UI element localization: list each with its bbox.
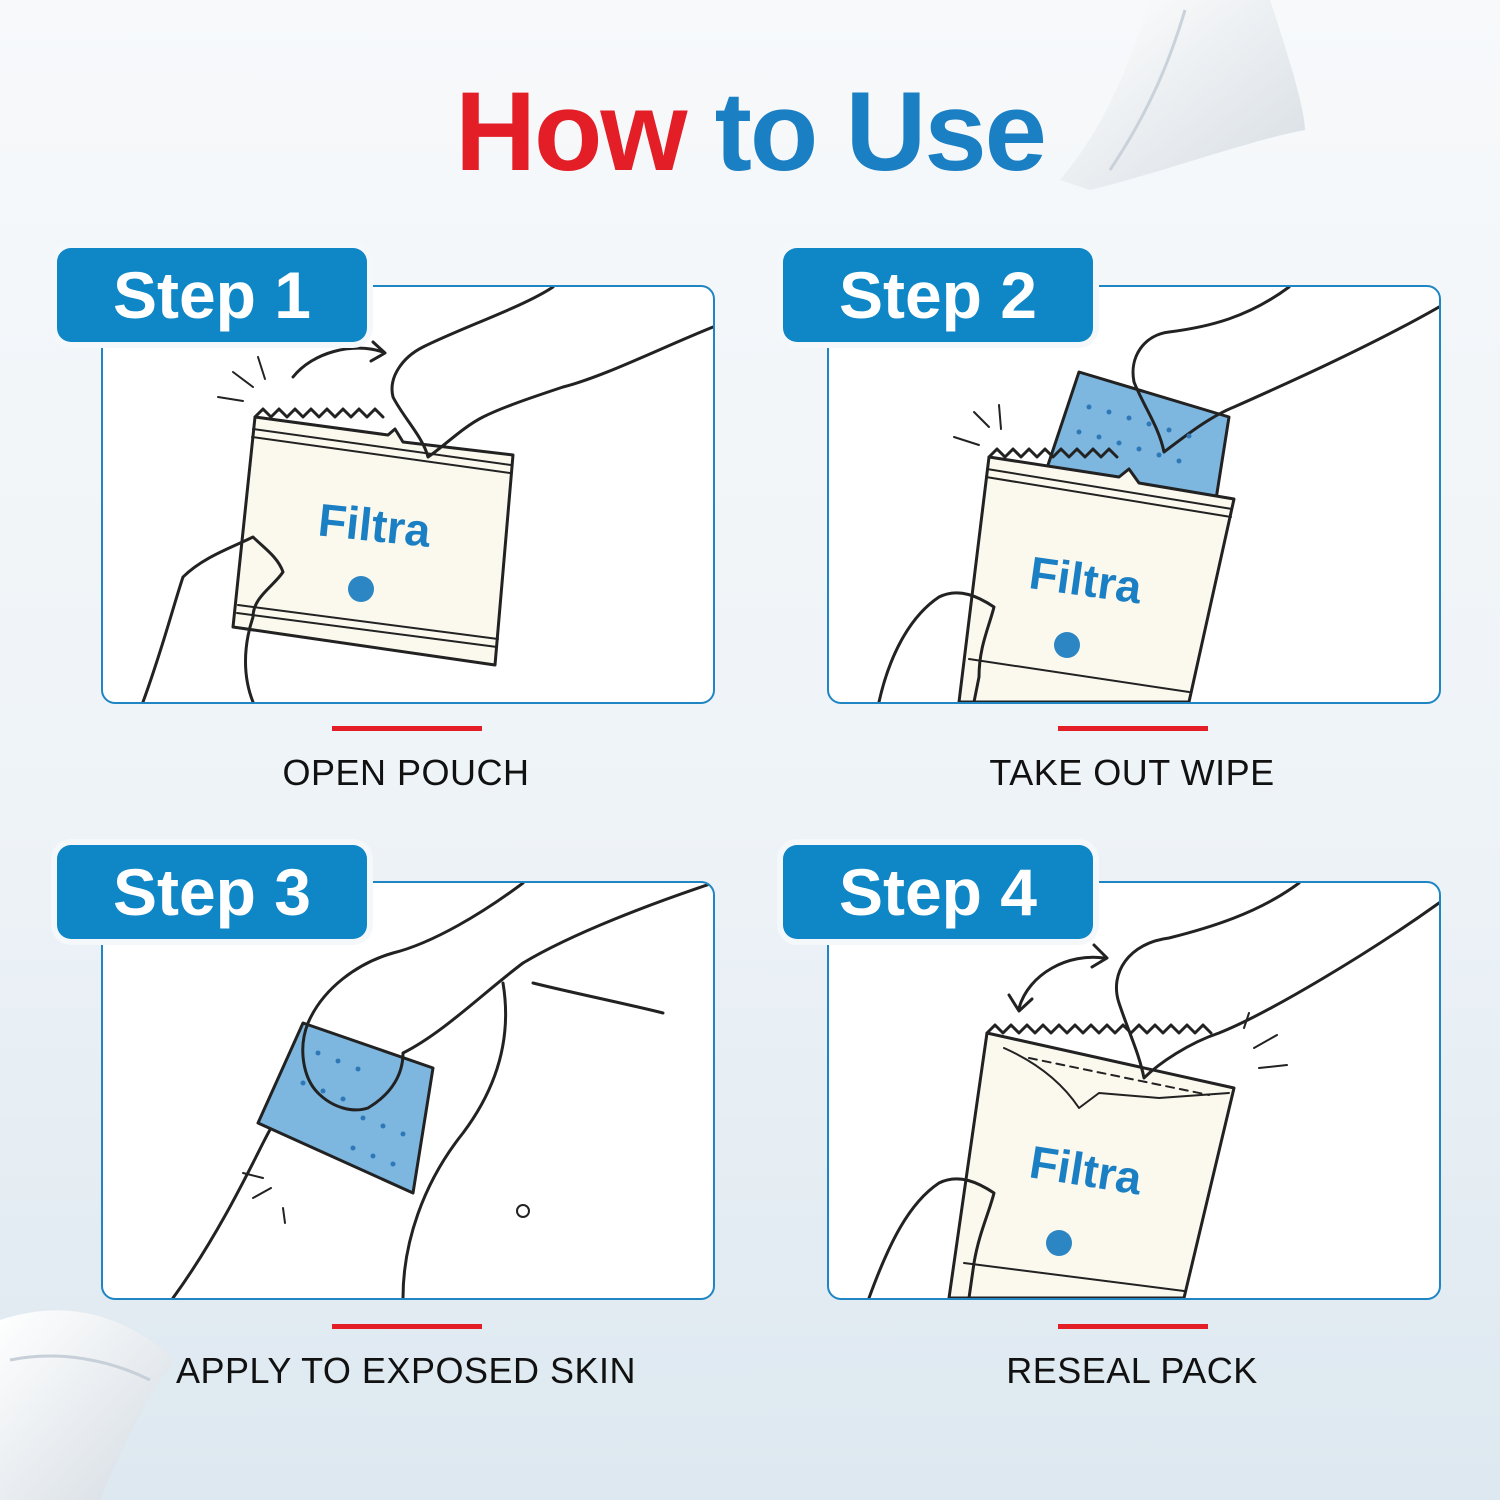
step-1-caption: OPEN POUCH: [282, 752, 530, 793]
step-3-badge: Step 3: [57, 845, 367, 939]
step-2-caption: TAKE OUT WIPE: [989, 752, 1275, 793]
step-2-divider: [1058, 726, 1208, 731]
reseal-pack-illustration: Filtra: [867, 883, 1439, 1298]
hand-icon: [141, 535, 285, 702]
hand-icon: [867, 1177, 996, 1298]
step-1-badge: Step 1: [57, 248, 367, 342]
step-2-panel: Filtra: [827, 285, 1441, 704]
hand-icon: [301, 883, 713, 1112]
step-1-panel: Filtra: [101, 285, 715, 704]
step-4-panel: Filtra: [827, 881, 1441, 1300]
cloth-decoration-icon: [0, 1310, 175, 1500]
step-4-divider: [1058, 1324, 1208, 1329]
hand-icon: [390, 287, 713, 459]
step-3-divider: [332, 1324, 482, 1329]
pouch-icon: [231, 415, 515, 667]
title-how: How: [455, 69, 687, 194]
step-3-panel: [101, 881, 715, 1300]
apply-to-skin-illustration: [171, 883, 713, 1298]
hand-icon: [1114, 883, 1439, 1080]
brand-logo: Filtra: [316, 493, 434, 557]
arrow-icon: [291, 346, 385, 379]
step-4-badge: Step 4: [783, 845, 1093, 939]
title-to-use: to Use: [714, 69, 1047, 194]
hand-icon: [877, 591, 996, 702]
step-1-divider: [332, 726, 482, 731]
hand-icon: [1131, 287, 1439, 454]
step-4-caption: RESEAL PACK: [1006, 1350, 1258, 1391]
step-3-caption: APPLY TO EXPOSED SKIN: [175, 1350, 637, 1391]
cloth-decoration-icon: [1060, 0, 1305, 190]
open-pouch-illustration: Filtra: [141, 287, 713, 702]
page-title: How to Use: [0, 70, 1500, 193]
take-out-wipe-illustration: Filtra: [877, 287, 1439, 702]
arrow-icon: [1017, 955, 1106, 1010]
pouch-icon: [957, 455, 1236, 702]
step-2-badge: Step 2: [783, 248, 1093, 342]
